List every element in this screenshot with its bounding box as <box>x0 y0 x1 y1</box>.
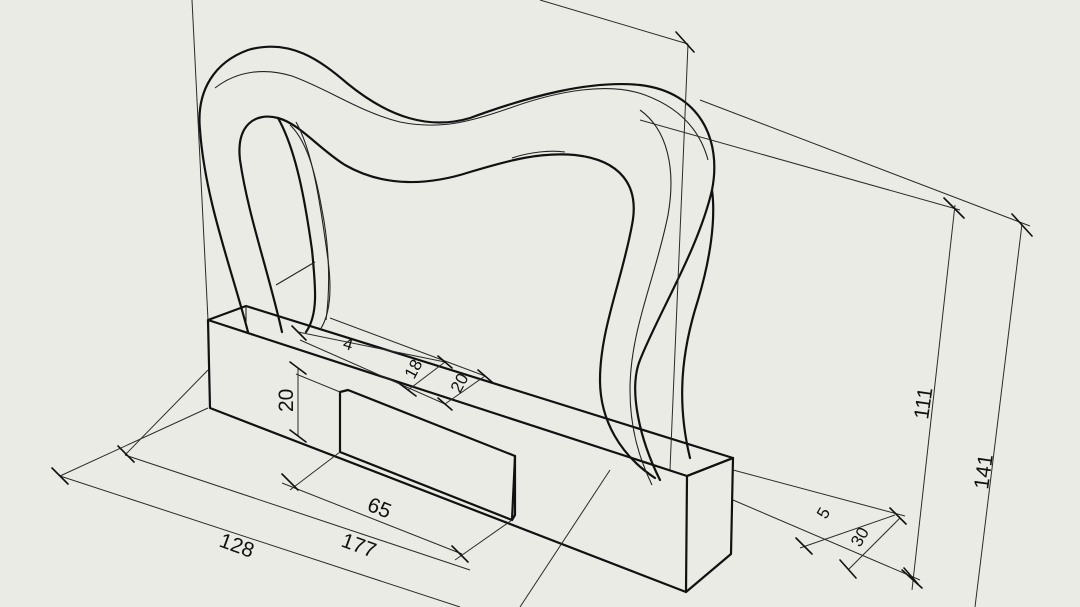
dim-label-plaque-height: 20 <box>275 389 298 412</box>
dimension-line-177 <box>124 454 471 571</box>
dimension-line-65 <box>281 482 463 555</box>
arch-right-leg-outer <box>681 188 715 460</box>
extension-line-arch-top <box>639 119 961 211</box>
extension-line-right-top <box>669 43 689 471</box>
arch-right-leg-depth <box>629 109 672 486</box>
extension-line-base-bottom <box>732 499 921 581</box>
extension-line-65-right <box>454 519 513 561</box>
tick-18-bottom <box>399 383 417 397</box>
arch-left-leg-foot-line <box>275 261 316 286</box>
tick-top-right <box>675 31 695 53</box>
tick-5-left <box>795 537 813 555</box>
plaque-thickness <box>510 454 517 522</box>
dimension-line-111 <box>911 204 956 591</box>
dim-label-141: 141 <box>970 453 998 491</box>
arch-top-depth-line <box>214 71 709 161</box>
extension-line-arch-front <box>329 317 486 377</box>
tick-111-top <box>943 197 965 219</box>
tick-111-bottom <box>901 569 923 589</box>
tick-128-left <box>51 467 69 485</box>
arch-inner-rear-edge <box>276 116 317 334</box>
arch-inner-depth-line-2 <box>295 121 331 331</box>
arch-inner-top-edge <box>511 150 566 159</box>
extension-line-left-top <box>191 0 209 321</box>
extension-line-65-left <box>289 451 341 491</box>
dimension-line-4 <box>297 331 446 363</box>
tick-30-bottom <box>839 559 857 579</box>
tick-141-top <box>1011 213 1033 237</box>
arch-upright <box>198 45 716 486</box>
dimension-line-5 <box>799 514 896 549</box>
extension-line-177-right <box>519 469 611 607</box>
dimension-line-top <box>539 0 689 45</box>
tick-20-bottom <box>437 397 453 411</box>
plaque <box>338 388 517 522</box>
tick-5-right <box>889 507 907 525</box>
dimension-line-141 <box>974 223 1023 607</box>
arch-outer-contour <box>198 45 716 482</box>
tick-177-left <box>117 445 135 463</box>
extension-line-128-left <box>59 407 209 477</box>
extension-line-177-left <box>124 369 209 456</box>
tick-4-left <box>291 325 307 341</box>
tick-plaque-20-top <box>289 361 307 375</box>
tick-20-top <box>477 369 493 383</box>
tick-18-top <box>437 355 453 369</box>
tick-65-right <box>451 545 469 563</box>
dimension-line-128 <box>59 475 461 607</box>
extension-line-plaque-top <box>299 339 446 405</box>
extension-line-total-top <box>699 99 1031 227</box>
extension-line-plaque-20-top <box>295 373 341 393</box>
dimension-lines <box>51 0 1033 607</box>
base-front-face <box>206 318 689 594</box>
dimension-line-30 <box>847 517 901 571</box>
arch-inner-opening <box>238 115 657 480</box>
arch-inner-depth-line <box>289 124 330 321</box>
base-right-face <box>684 456 735 594</box>
dim-label-111: 111 <box>910 386 937 421</box>
dimension-line-18 <box>407 361 446 391</box>
dimension-line-20 <box>444 375 486 405</box>
base-block <box>206 304 735 594</box>
tick-plaque-20-bottom <box>289 429 307 443</box>
tick-30-right <box>903 567 919 585</box>
tick-65-left <box>281 473 299 491</box>
extension-line-step <box>732 469 906 517</box>
plaque-front-face <box>338 388 517 522</box>
